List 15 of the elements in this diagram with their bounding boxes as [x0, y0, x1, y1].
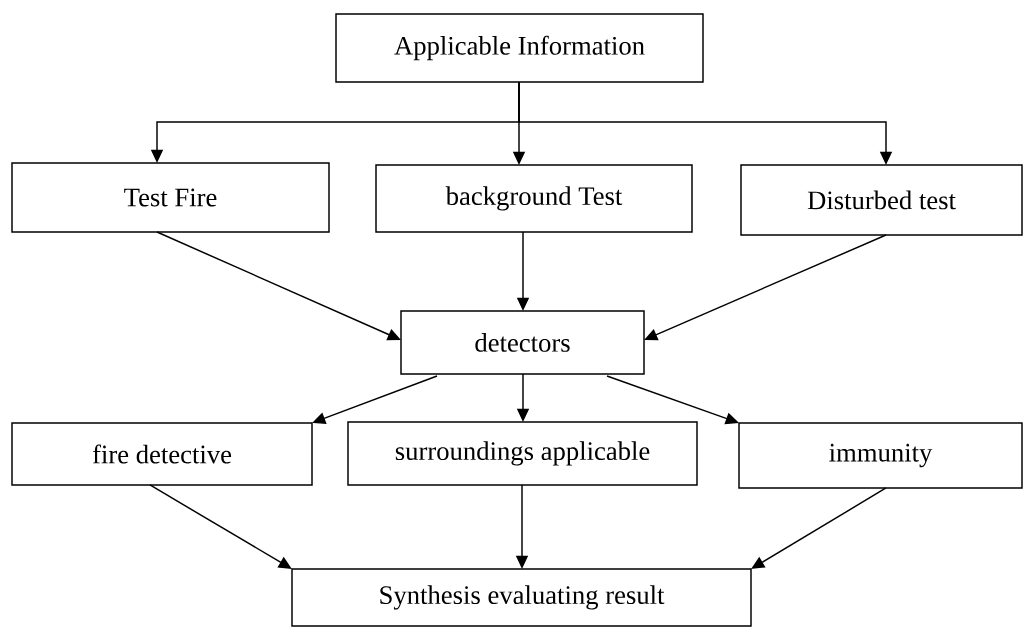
arrow	[149, 484, 292, 569]
process-box: Test Fire	[11, 162, 330, 233]
process-box: Synthesis evaluating result	[291, 568, 752, 627]
arrow	[606, 375, 739, 425]
arrow	[751, 487, 887, 569]
process-box: fire detective	[11, 422, 313, 486]
process-box: immunity	[738, 422, 1023, 489]
process-box: Disturbed test	[740, 164, 1023, 236]
process-box: Applicable Information	[335, 13, 704, 83]
arrow	[644, 234, 887, 341]
arrow	[312, 375, 438, 425]
process-box: background Test	[375, 164, 693, 233]
process-box: surroundings applicable	[347, 421, 698, 486]
arrow	[156, 231, 401, 341]
process-box: detectors	[400, 310, 645, 375]
